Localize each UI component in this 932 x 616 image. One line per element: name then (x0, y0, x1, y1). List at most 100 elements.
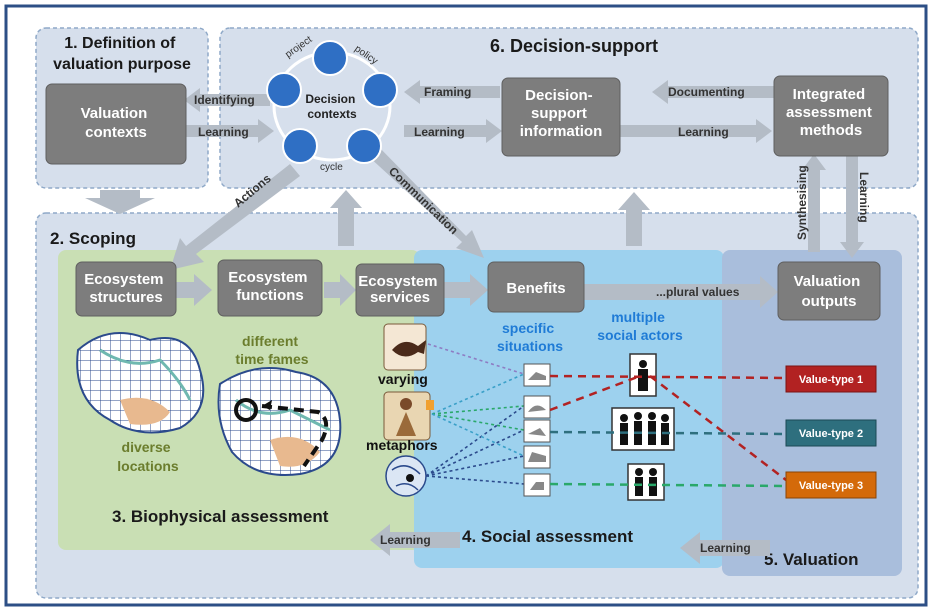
annotation-diverse-locations-line-1: diverse (122, 439, 171, 455)
benefits-label: Benefits (506, 280, 565, 297)
annotation-specific-situations: specific situations (497, 320, 563, 354)
annotation-specific-situations-line-1: specific (502, 320, 554, 336)
value-type-1-box (785, 365, 877, 393)
valuation-contexts-line-2: contexts (85, 124, 147, 141)
cycle-node-bottom-right (346, 128, 382, 164)
integrated-methods-line-3: methods (800, 122, 863, 139)
scoping-title: 2. Scoping (50, 229, 136, 248)
ecosystem-services-label: Ecosystem services (358, 273, 441, 306)
valuation-contexts-line-1: Valuation (81, 105, 148, 122)
situation-links (425, 343, 525, 485)
ecosystem-structures-box (75, 261, 177, 317)
globe-icon (385, 455, 427, 497)
decision-contexts-line-1: Decision (305, 92, 355, 106)
definition-title-line-1: 1. Definition of (64, 35, 176, 52)
arrow-learning-3 (620, 119, 772, 143)
arrow-communication (368, 146, 484, 258)
ecosystem-structures-line-2: structures (89, 289, 162, 306)
ecosystem-functions-line-1: Ecosystem (228, 269, 307, 286)
value-type-2-label: Value-type 2 (799, 428, 863, 440)
ecosystem-functions-box (217, 259, 323, 317)
cycle-node-right (362, 72, 398, 108)
social-title: 4. Social assessment (462, 527, 633, 546)
arrow-synthesising (802, 154, 826, 252)
integrated-methods-line-1: Integrated (793, 86, 866, 103)
cycle-label-cycle: cycle (320, 162, 343, 173)
label-learning-1: Learning (198, 125, 249, 139)
label-learning-bottom-right: Learning (700, 541, 751, 555)
value-type-2-box (785, 419, 877, 447)
label-documenting: Documenting (668, 85, 745, 99)
annotation-multiple-social-actors-line-2: social actors (597, 327, 683, 343)
value-type-3-box (785, 471, 877, 499)
arrow-services-benefits (442, 274, 488, 306)
annotation-varying: varying (378, 371, 428, 387)
annotation-time-frames: different time fames (235, 333, 308, 367)
label-learning-bottom-left: Learning (380, 533, 431, 547)
valuation-outputs-box (777, 261, 881, 321)
label-learning-vertical: Learning (857, 172, 871, 223)
cycle-node-left (266, 72, 302, 108)
situation-icons (523, 363, 551, 497)
arrow-learning-2 (404, 119, 502, 143)
ecosystem-services-box (355, 263, 445, 317)
definition-title-line-2: valuation purpose (53, 56, 191, 73)
arrow-structures-functions (172, 274, 212, 306)
decision-support-info-box (501, 77, 621, 157)
ecosystem-structures-line-1: Ecosystem (84, 271, 163, 288)
decision-support-title: 6. Decision-support (490, 36, 658, 56)
arrow-scoping-up (330, 190, 362, 246)
landscape-map-icon (76, 331, 205, 434)
flow-arrows (85, 80, 864, 564)
valuation-contexts-label: Valuation contexts (81, 105, 152, 141)
decision-support-info-label: Decision- support information (520, 87, 603, 140)
label-synthesising: Synthesising (795, 165, 809, 240)
valuation-outputs-line-1: Valuation (794, 273, 861, 290)
decision-contexts-label: Decision contexts (305, 92, 358, 121)
arrow-definition-to-scoping (85, 190, 155, 214)
actor-pair-icon (627, 463, 665, 501)
integrated-methods-label: Integrated assessment methods (786, 86, 876, 139)
value-type-3-label: Value-type 3 (799, 480, 863, 492)
definition-title: 1. Definition of valuation purpose (53, 35, 191, 73)
valuation-outputs-label: Valuation outputs (794, 273, 865, 310)
time-frame-map-icon (217, 367, 342, 476)
value-type-lines (549, 374, 787, 488)
ecosystem-functions-line-2: functions (236, 287, 304, 304)
decision-contexts-line-2: contexts (307, 107, 357, 121)
label-plural-values: ...plural values (656, 285, 740, 299)
arrow-learning-vertical (840, 156, 864, 258)
decision-cycle: project policy cycle Decision contexts (266, 34, 398, 173)
annotation-multiple-social-actors: multiple social actors (597, 309, 683, 343)
annotation-time-frames-line-2: time fames (235, 351, 308, 367)
annotation-diverse-locations: diverse locations (117, 439, 179, 474)
value-type-1-label: Value-type 1 (799, 374, 863, 386)
decision-support-info-line-3: information (520, 123, 603, 140)
arrow-benefits-up (618, 192, 650, 246)
arrow-learning-bottom-left (370, 524, 460, 556)
label-learning-2: Learning (414, 125, 465, 139)
decision-support-info-line-1: Decision- (525, 87, 593, 104)
label-framing: Framing (424, 85, 471, 99)
integrated-methods-line-2: assessment (786, 104, 872, 121)
ecosystem-functions-label: Ecosystem functions (228, 269, 311, 304)
arrow-learning-1 (186, 119, 274, 143)
annotation-metaphors: metaphors (366, 437, 438, 453)
ecosystem-services-line-1: Ecosystem (358, 273, 437, 290)
arrow-framing (404, 80, 500, 104)
annotation-time-frames-line-1: different (242, 333, 298, 349)
arrow-learning-bottom-right (680, 532, 770, 564)
annotation-multiple-social-actors-line-1: multiple (611, 309, 665, 325)
annotation-diverse-locations-line-2: locations (117, 458, 179, 474)
fish-icon-shape (392, 340, 426, 357)
ecosystem-services-line-2: services (370, 289, 430, 306)
ecosystem-structures-label: Ecosystem structures (84, 271, 167, 306)
social-metaphor-icons (383, 323, 434, 497)
arrow-functions-services (324, 274, 356, 306)
label-identifying: Identifying (194, 93, 255, 107)
valuation-title: 5. Valuation (764, 550, 858, 569)
cycle-node-bottom-left (282, 128, 318, 164)
integrated-methods-box (773, 75, 889, 157)
biophysical-title: 3. Biophysical assessment (112, 507, 329, 526)
